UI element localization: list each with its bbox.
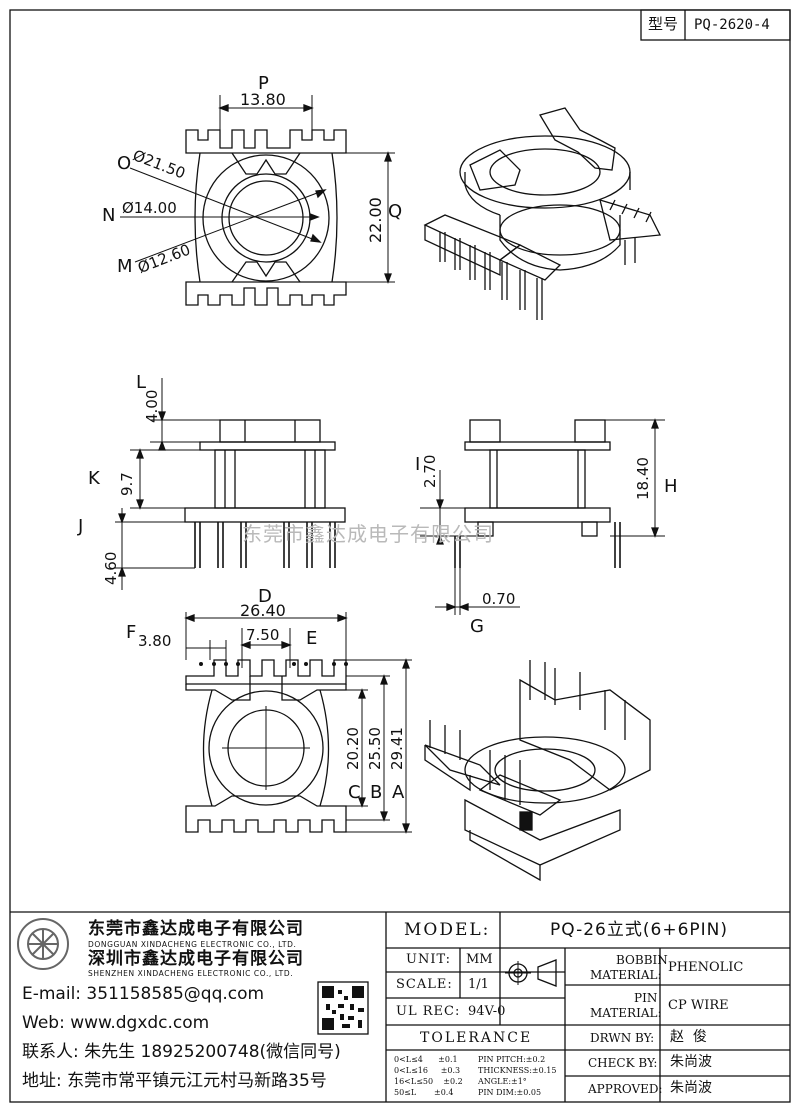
approved-value: 朱尚波 bbox=[670, 1080, 712, 1096]
tolerance-7: ANGLE:±1° bbox=[478, 1077, 527, 1086]
dim-value-k: 9.7 bbox=[118, 472, 136, 496]
dim-label-n: N bbox=[102, 205, 116, 226]
pin-label-1: PIN bbox=[634, 991, 658, 1005]
title-block bbox=[10, 911, 790, 1102]
dim-label-h: H bbox=[664, 476, 678, 497]
dim-label-l: L bbox=[136, 372, 147, 393]
company-name-cn-1: 东莞市鑫达成电子有限公司 bbox=[88, 919, 304, 939]
side-view bbox=[115, 378, 346, 590]
dim-label-b: B bbox=[370, 782, 383, 803]
company-name-en-1: DONGGUAN XINDACHENG ELECTRONIC CO., LTD. bbox=[88, 940, 297, 949]
dim-value-p: 13.80 bbox=[240, 90, 286, 109]
dim-label-q: Q bbox=[388, 201, 403, 222]
isometric-view-top bbox=[423, 107, 662, 320]
dim-label-i: I bbox=[415, 454, 421, 475]
approved-label: APPROVED: bbox=[588, 1082, 663, 1096]
model-code-box bbox=[640, 9, 791, 41]
dim-label-e: E bbox=[306, 628, 318, 649]
dim-label-p: P bbox=[258, 73, 269, 94]
tolerance-8: PIN DIM:±0.05 bbox=[478, 1088, 542, 1097]
dim-value-e: 7.50 bbox=[246, 626, 280, 644]
dim-value-g: 0.70 bbox=[482, 590, 516, 608]
bobbin-label-1: BOBBIN bbox=[616, 953, 668, 967]
tolerance-label: TOLERANCE bbox=[420, 1030, 533, 1046]
company-name-cn-2: 深圳市鑫达成电子有限公司 bbox=[88, 949, 304, 969]
ulrec-value: 94V-0 bbox=[468, 1004, 506, 1019]
bottom-view bbox=[184, 612, 412, 834]
ulrec-label: UL REC: bbox=[396, 1004, 461, 1019]
front-view bbox=[420, 418, 665, 615]
company-address: 地址: 东莞市常平镇元江元村马新路35号 bbox=[22, 1071, 327, 1091]
check-value: 朱尚波 bbox=[670, 1054, 712, 1070]
dim-label-a: A bbox=[392, 782, 405, 803]
sheet-border bbox=[9, 9, 791, 1103]
scale-value: 1/1 bbox=[468, 977, 489, 992]
tolerance-1: 0<L≤4 ±0.1 bbox=[394, 1055, 458, 1064]
tolerance-4: 50≤L ±0.4 bbox=[394, 1088, 454, 1097]
pin-label-2: MATERIAL: bbox=[590, 1006, 662, 1020]
company-name-en-2: SHENZHEN XINDACHENG ELECTRONIC CO., LTD. bbox=[88, 969, 294, 978]
model-code-label: 型号 bbox=[648, 15, 679, 33]
drwn-value: 赵 俊 bbox=[670, 1029, 707, 1045]
dim-label-g: G bbox=[470, 616, 484, 637]
dim-value-c: 20.20 bbox=[344, 727, 362, 770]
company-web: Web: www.dgxdc.com bbox=[22, 1013, 210, 1033]
dim-value-b: 25.50 bbox=[366, 727, 384, 770]
dim-value-i: 2.70 bbox=[421, 454, 439, 488]
dim-value-n: Ø14.00 bbox=[122, 199, 177, 217]
dim-label-f: F bbox=[126, 622, 137, 643]
dim-label-m: M bbox=[117, 256, 133, 277]
isometric-view-bottom bbox=[424, 660, 651, 882]
dim-label-d: D bbox=[258, 586, 272, 607]
dim-label-o: O bbox=[117, 153, 132, 174]
bobbin-value: PHENOLIC bbox=[668, 960, 744, 975]
tolerance-3: 16<L≤50 ±0.2 bbox=[394, 1077, 463, 1086]
model-value: PQ-26立式(6+6PIN) bbox=[550, 920, 728, 940]
dim-value-f: 3.80 bbox=[138, 632, 172, 650]
dim-value-l: 4.00 bbox=[143, 389, 161, 423]
watermark: 东莞市鑫达成电子有限公司 bbox=[242, 522, 494, 546]
unit-value: MM bbox=[466, 952, 493, 967]
model-label: MODEL: bbox=[404, 920, 491, 940]
check-label: CHECK BY: bbox=[588, 1056, 658, 1070]
model-code-value: PQ-2620-4 bbox=[694, 17, 770, 33]
dim-label-j: J bbox=[78, 516, 84, 537]
tolerance-2: 0<L≤16 ±0.3 bbox=[394, 1066, 461, 1075]
pin-value: CP WIRE bbox=[668, 998, 729, 1013]
bobbin-label-2: MATERIAL: bbox=[590, 968, 662, 982]
company-contact: 联系人: 朱先生 18925200748(微信同号) bbox=[22, 1042, 341, 1062]
dim-label-c: C bbox=[348, 782, 361, 803]
dim-label-k: K bbox=[88, 468, 100, 489]
dim-value-q: 22.00 bbox=[366, 197, 385, 243]
company-email: E-mail: 351158585@qq.com bbox=[22, 984, 265, 1004]
dim-value-d: 26.40 bbox=[240, 601, 286, 620]
unit-label: UNIT: bbox=[406, 952, 452, 967]
tolerance-5: PIN PITCH:±0.2 bbox=[478, 1055, 546, 1064]
tolerance-6: THICKNESS:±0.15 bbox=[478, 1066, 557, 1075]
scale-label: SCALE: bbox=[396, 977, 453, 992]
top-view bbox=[120, 95, 395, 306]
dim-value-j: 4.60 bbox=[102, 551, 120, 585]
drwn-label: DRWN BY: bbox=[590, 1031, 655, 1045]
dim-value-h: 18.40 bbox=[634, 457, 652, 500]
dim-value-a: 29.41 bbox=[388, 727, 406, 770]
